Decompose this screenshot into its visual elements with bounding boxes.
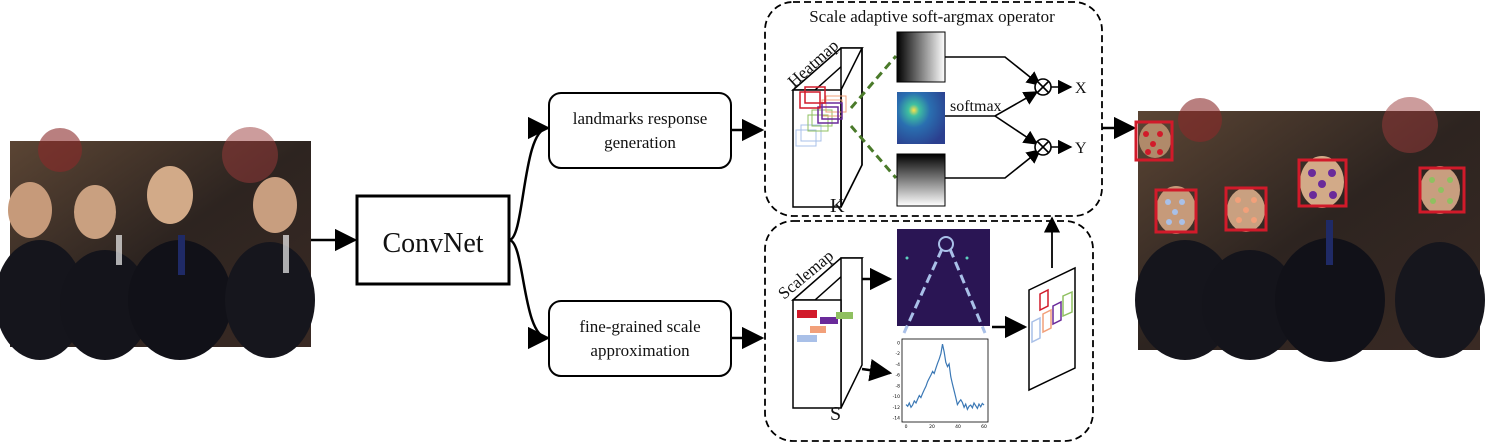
- softmax-label: softmax: [950, 98, 1002, 115]
- plot-x-tick: 60: [981, 424, 987, 430]
- plot-y-tick: -12: [893, 405, 900, 411]
- soft-argmax-panel: Scale adaptive soft-argmax operator Heat…: [764, 1, 1103, 217]
- connector-lower: [849, 125, 898, 179]
- x-coordinate-map: [896, 31, 946, 83]
- scale-approximation-panel: Scalemap S 0 -2 -4 -6 -8 -10 -12 -14 0 20 40 60: [764, 216, 1094, 442]
- plot-y-tick: -4: [896, 362, 901, 368]
- convnet-box: ConvNet: [355, 194, 511, 286]
- output-y-label: Y: [1075, 140, 1087, 157]
- plot-y-tick: -10: [893, 394, 900, 400]
- plot-y-tick: -6: [896, 373, 901, 379]
- plot-series-line: [905, 343, 985, 411]
- scalemap-s-label: S: [830, 403, 841, 425]
- heatmap-tensor: Heatmap K: [784, 36, 864, 217]
- convnet-label: ConvNet: [382, 228, 483, 259]
- scale-label-line2: approximation: [590, 341, 690, 360]
- output-x-label: X: [1075, 80, 1087, 97]
- plot-y-tick: 0: [897, 341, 900, 347]
- output-photo: [1134, 97, 1485, 362]
- landmarks-response-box: landmarks response generation: [548, 92, 732, 169]
- plot-x-tick: 0: [905, 424, 908, 430]
- multiply-node-x: [1034, 78, 1052, 96]
- arrow-convnet-to-landmarks: [508, 116, 551, 242]
- arrow-convnet-to-scale: [508, 238, 551, 350]
- scale-boxes-map: [1028, 266, 1076, 392]
- y-coordinate-map: [896, 153, 946, 207]
- multiply-node-y: [1034, 138, 1052, 156]
- input-photo: [0, 127, 315, 360]
- scale-approximation-box: fine-grained scale approximation: [548, 300, 732, 377]
- plot-y-tick: -2: [896, 351, 901, 357]
- heatmap-k-label: K: [830, 195, 845, 217]
- scale-label-line1: fine-grained scale: [579, 317, 700, 336]
- scale-response-map: [897, 229, 990, 326]
- panel-title: Scale adaptive soft-argmax operator: [809, 7, 1055, 26]
- scale-distribution-plot: 0 -2 -4 -6 -8 -10 -12 -14 0 20 40 60: [893, 338, 989, 430]
- scalemap-tensor: Scalemap S: [774, 246, 864, 425]
- plot-y-tick: -8: [896, 383, 901, 389]
- plot-x-tick: 20: [929, 424, 935, 430]
- connector-upper: [849, 55, 898, 109]
- landmarks-label-line2: generation: [604, 133, 676, 152]
- plot-x-tick: 40: [955, 424, 961, 430]
- softmax-response-map: [897, 92, 945, 144]
- landmarks-label-line1: landmarks response: [573, 109, 708, 128]
- plot-y-tick: -14: [893, 416, 900, 422]
